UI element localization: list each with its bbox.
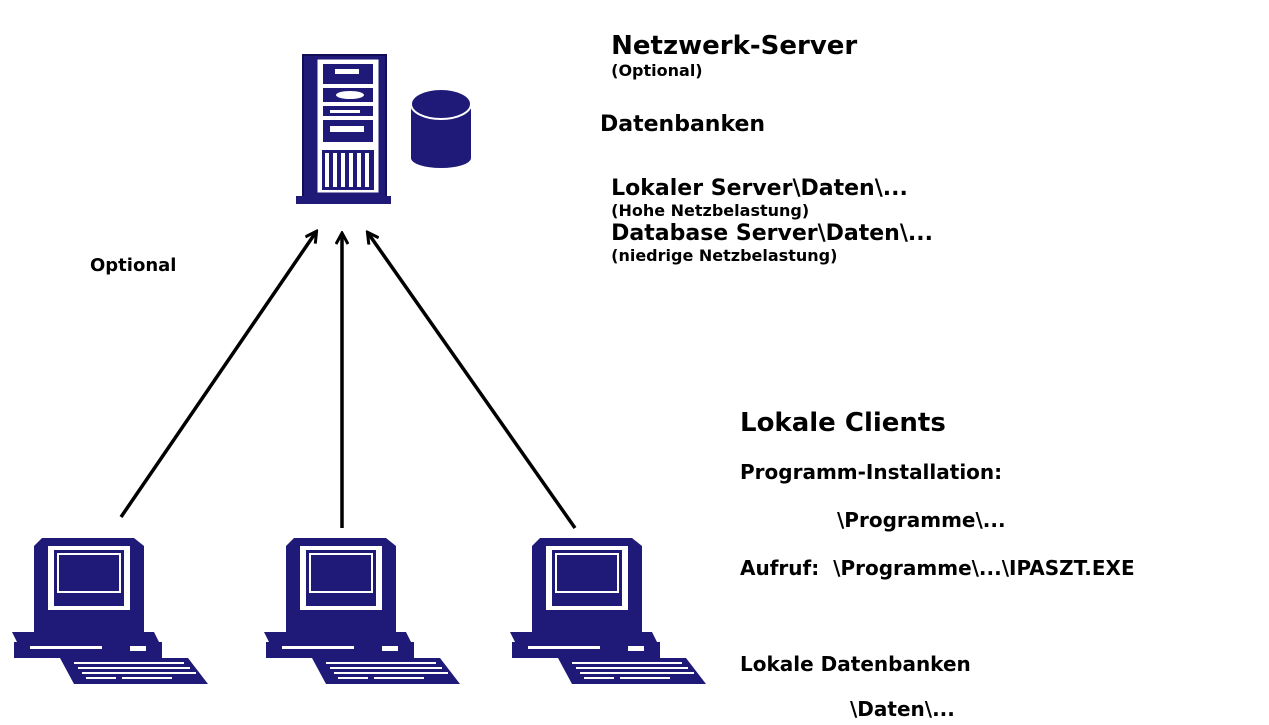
server-db-line-1: Lokaler Server\Daten\... (Hohe Netzbelas…	[600, 157, 908, 220]
server-db-line-1-main: Lokaler Server\Daten\...	[611, 176, 908, 201]
desktop-computer-icon	[12, 538, 208, 684]
server-db-line-2-note: (niedrige Netzbelastung)	[611, 246, 838, 265]
database-cylinder-icon	[410, 88, 472, 168]
connection-optional-label: Optional	[90, 255, 177, 276]
server-title-main: Netzwerk-Server	[611, 31, 858, 61]
clients-local-db-label: Lokale Datenbanken	[740, 652, 971, 676]
arrow-client-left	[119, 232, 316, 518]
server-tower-icon	[296, 54, 391, 204]
clients-local-db-path: \Daten\...	[850, 697, 955, 721]
arrow-client-right	[368, 233, 577, 530]
server-db-heading: Datenbanken	[600, 112, 766, 137]
clients-title: Lokale Clients	[740, 408, 946, 438]
desktop-computer-icon	[263, 537, 461, 685]
clients-install-path: \Programme\...	[837, 508, 1006, 532]
server-db-line-2: Database Server\Daten\... (niedrige Netz…	[600, 202, 933, 265]
clients-call-line: Aufruf: \Programme\...\IPASZT.EXE	[740, 556, 1135, 580]
server-db-line-2-main: Database Server\Daten\...	[611, 221, 933, 246]
desktop-computer-icon	[509, 537, 707, 685]
server-title-note: (Optional)	[611, 61, 703, 80]
server-db-line-1-note: (Hohe Netzbelastung)	[611, 201, 810, 220]
clients-install-label: Programm-Installation:	[740, 460, 1003, 484]
server-title: Netzwerk-Server (Optional)	[600, 12, 857, 80]
